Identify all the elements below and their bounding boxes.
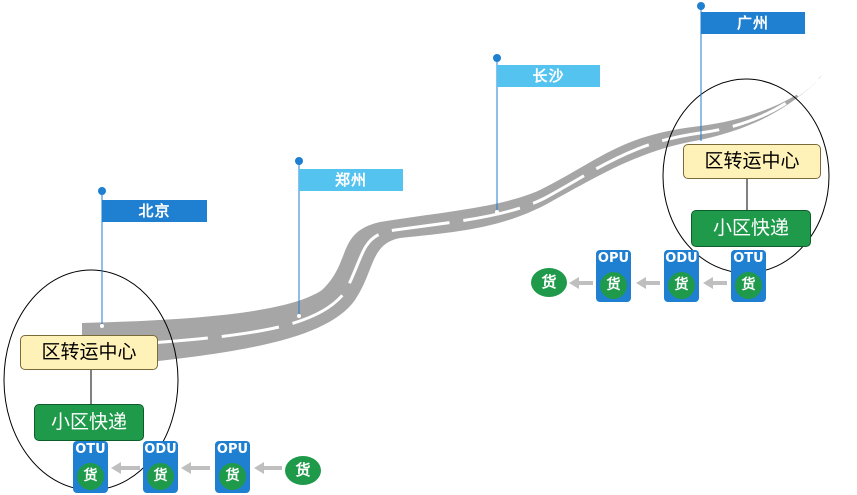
goods-icon: 货 — [668, 272, 695, 299]
packet-label: OTU — [733, 251, 764, 266]
city-flag-changsha: 长沙 — [497, 65, 600, 87]
left-delivery-box: 小区快递 — [34, 404, 144, 441]
right-packet-opu: OPU 货 — [596, 250, 631, 302]
city-flag-beijing: 北京 — [102, 200, 207, 222]
goods-icon: 货 — [219, 463, 246, 490]
right-hub-box: 区转运中心 — [683, 144, 821, 179]
left-packet-otu: OTU 货 — [73, 441, 108, 493]
packet-label: OTU — [75, 442, 106, 457]
packet-label: OPU — [216, 442, 249, 457]
right-goods-icon: 货 — [531, 268, 567, 297]
road-center-line — [149, 76, 820, 345]
right-packet-odu: ODU 货 — [664, 250, 699, 302]
city-flag-zhengzhou: 郑州 — [299, 169, 403, 191]
goods-icon: 货 — [735, 272, 762, 299]
right-packet-otu: OTU 货 — [731, 250, 766, 302]
goods-icon: 货 — [600, 272, 627, 299]
right-delivery-box: 小区快递 — [691, 210, 811, 247]
road — [82, 72, 825, 363]
left-packet-opu: OPU 货 — [215, 441, 250, 493]
left-packet-odu: ODU 货 — [143, 441, 178, 493]
left-hub-box: 区转运中心 — [20, 335, 158, 370]
packet-label: ODU — [144, 442, 177, 457]
goods-icon: 货 — [147, 463, 174, 490]
left-goods-icon: 货 — [285, 456, 321, 485]
packet-label: ODU — [665, 251, 698, 266]
packet-arrows — [111, 277, 727, 474]
packet-label: OPU — [597, 251, 630, 266]
city-flag-guangzhou: 广州 — [701, 12, 805, 34]
goods-icon: 货 — [77, 463, 104, 490]
